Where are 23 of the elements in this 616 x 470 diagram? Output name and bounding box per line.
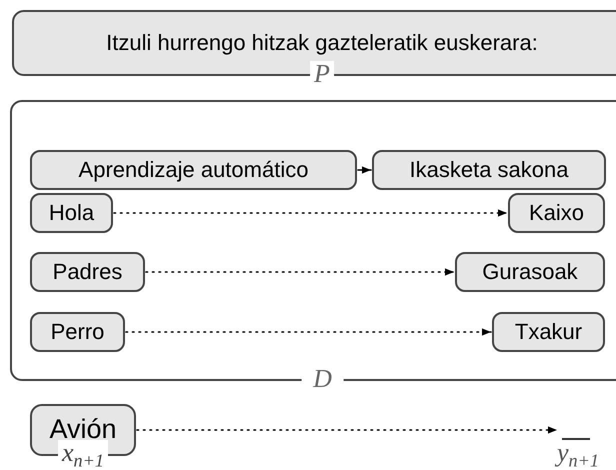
output-label: y$_{n+1}$ bbox=[540, 432, 616, 470]
arrow bbox=[145, 268, 455, 276]
box-text: Hola bbox=[48, 200, 94, 226]
word-box bbox=[30, 193, 113, 233]
word-box bbox=[372, 150, 606, 190]
box-text: Padres bbox=[52, 260, 122, 284]
box-text: Kaixo bbox=[528, 200, 584, 226]
box-text: Perro bbox=[50, 320, 104, 344]
word-box bbox=[455, 252, 605, 292]
arrow bbox=[357, 166, 372, 174]
box-text: Aprendizaje automático bbox=[78, 158, 308, 182]
word-box bbox=[492, 312, 605, 352]
arrow bbox=[113, 209, 508, 217]
arrow bbox=[136, 426, 558, 434]
arrow bbox=[125, 328, 492, 336]
box-text: Txakur bbox=[514, 320, 582, 344]
box-text: Gurasoak bbox=[482, 260, 578, 284]
box-text: Ikasketa sakona bbox=[410, 158, 568, 182]
box-text: Itzuli hurrengo hitzak gazteleratik euskerara: bbox=[106, 30, 538, 56]
word-box bbox=[30, 150, 357, 190]
word-box bbox=[30, 252, 145, 292]
word-box bbox=[508, 193, 605, 233]
word-box bbox=[30, 312, 125, 352]
